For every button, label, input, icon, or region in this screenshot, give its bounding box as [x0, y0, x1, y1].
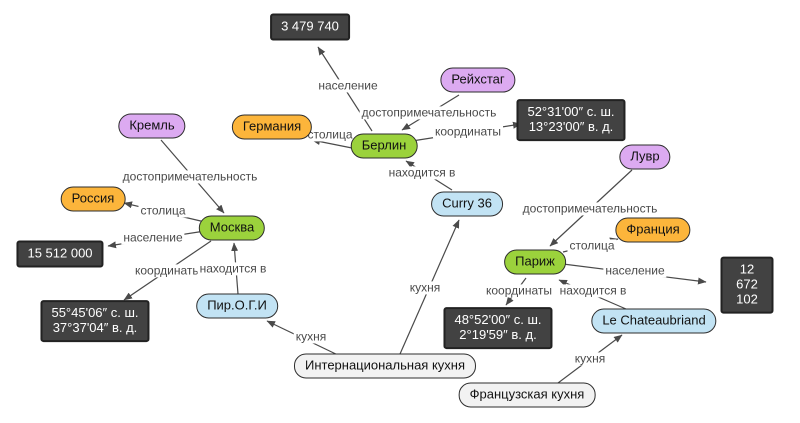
node-pop-berlin[interactable]: 3 479 740: [270, 13, 350, 41]
node-coord-moscow[interactable]: 55°45'06″ с. ш. 37°37'04″ в. д.: [40, 300, 150, 342]
edge-label-kreml-moscow: достопримечательность: [120, 169, 260, 184]
edge-label-moscow-pop-moscow: население: [121, 230, 185, 245]
edge-label-paris-france: столица: [567, 238, 617, 253]
node-paris[interactable]: Париж: [504, 249, 566, 275]
node-pirogi[interactable]: Пир.О.Г.И: [196, 293, 278, 319]
edge-label-louvre-paris: достопримечательность: [520, 201, 660, 216]
edge-label-paris-coord-paris: координаты: [484, 283, 554, 298]
node-int-cuisine[interactable]: Интернациональная кухня: [293, 353, 477, 379]
edge-label-curry36-berlin: находится в: [386, 165, 458, 180]
node-louvre[interactable]: Лувр: [619, 144, 671, 170]
node-germany[interactable]: Германия: [231, 114, 313, 140]
node-berlin[interactable]: Берлин: [350, 133, 418, 159]
edge-label-berlin-germany: столица: [305, 127, 355, 142]
node-reichstag[interactable]: Рейхстаг: [440, 67, 516, 93]
node-kreml[interactable]: Кремль: [118, 113, 186, 139]
edge-label-reichstag-berlin: достопримечательность: [359, 105, 499, 120]
node-coord-berlin[interactable]: 52°31'00″ с. ш. 13°23'00″ в. д.: [516, 99, 626, 141]
node-france[interactable]: Франция: [615, 217, 691, 243]
edge-label-moscow-russia: столица: [138, 203, 188, 218]
edge-label-paris-pop-paris: население: [603, 263, 667, 278]
node-lechateaubriand[interactable]: Le Chateaubriand: [591, 308, 717, 334]
edge-label-moscow-coord-moscow: координаты: [133, 263, 203, 278]
edge-label-berlin-coord-berlin: координаты: [433, 124, 503, 139]
node-curry36[interactable]: Curry 36: [431, 191, 503, 217]
edge-label-pirogi-moscow: находится в: [197, 261, 269, 276]
node-fr-cuisine[interactable]: Французская кухня: [458, 382, 596, 408]
node-pop-paris[interactable]: 12 672 102: [720, 256, 774, 314]
edge-label-int-cuisine-pirogi: кухня: [293, 329, 329, 344]
node-pop-moscow[interactable]: 15 512 000: [16, 240, 104, 268]
node-coord-paris[interactable]: 48°52'00″ с. ш. 2°19'59″ в. д.: [443, 307, 553, 349]
edge-label-lechateaubriand-paris: находится в: [557, 283, 629, 298]
node-moscow[interactable]: Москва: [198, 215, 266, 241]
node-russia[interactable]: Россия: [60, 186, 126, 212]
edge-label-fr-cuisine-lechateaubriand: кухня: [572, 351, 608, 366]
edge-label-berlin-pop-berlin: население: [316, 78, 380, 93]
edge-label-int-cuisine-curry36: кухня: [407, 280, 443, 295]
